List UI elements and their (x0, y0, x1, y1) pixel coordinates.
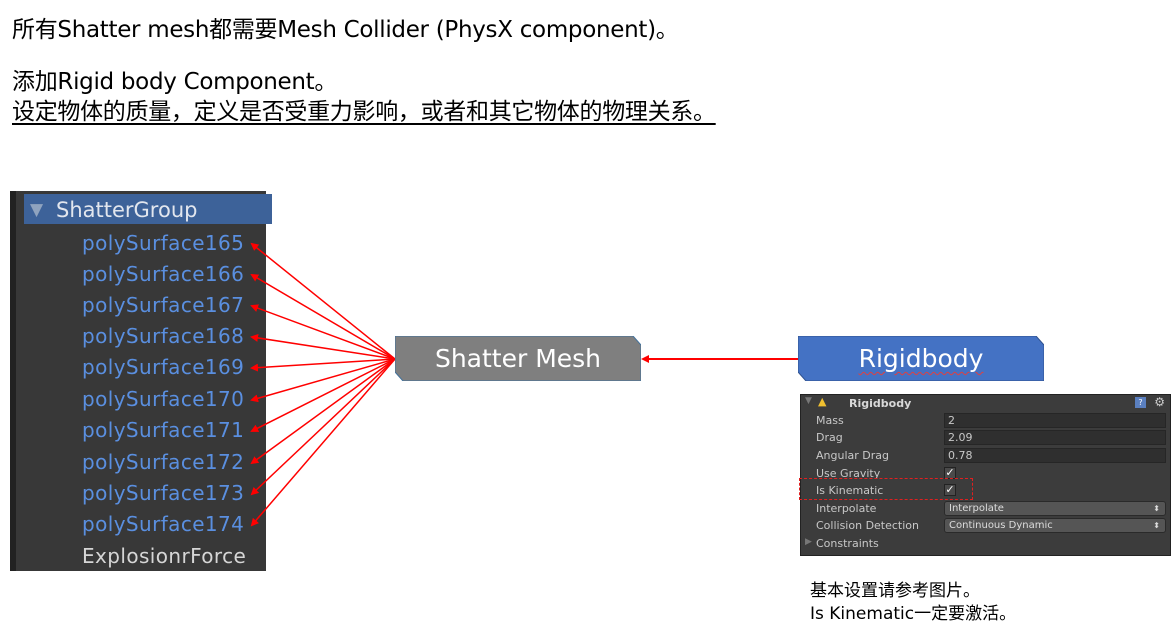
hierarchy-item[interactable]: polySurface166 (82, 262, 245, 286)
hierarchy-item-explosion-force[interactable]: ExplosionrForce (82, 544, 247, 568)
hierarchy-panel: ▼ ShatterGroup polySurface165 polySurfac… (10, 191, 272, 571)
field-row-interpolate: Interpolate Interpolate ⬍ (801, 501, 1170, 518)
expand-triangle-icon[interactable]: ▼ (30, 200, 44, 220)
hierarchy-group-label: ShatterGroup (56, 198, 198, 222)
hierarchy-item[interactable]: polySurface174 (82, 512, 245, 536)
arrow-to-poly-surface (250, 358, 396, 496)
rigidbody-box: Rigidbody (798, 336, 1044, 381)
mass-input[interactable]: 2 (944, 413, 1166, 428)
help-icon[interactable]: ? (1135, 397, 1146, 408)
field-label: Mass (816, 414, 844, 427)
foldout-triangle-icon[interactable]: ▼ (805, 396, 812, 406)
hierarchy-item[interactable]: polySurface165 (82, 231, 245, 255)
heading-rigidbody-desc: 设定物体的质量，定义是否受重力影响，或者和其它物体的物理关系。 (12, 99, 716, 125)
interpolate-dropdown[interactable]: Interpolate ⬍ (944, 501, 1166, 516)
angular-drag-input[interactable]: 0.78 (944, 448, 1166, 463)
note-is-kinematic: Is Kinematic一定要激活。 (810, 604, 1017, 624)
dropdown-value: Interpolate (949, 503, 1004, 514)
arrow-to-poly-surface (250, 333, 396, 360)
field-row-angular-drag: Angular Drag 0.78 (801, 448, 1170, 465)
constraints-label: Constraints (816, 537, 879, 550)
constraints-foldout[interactable]: ▶ Constraints (801, 536, 1170, 553)
dropdown-value: Continuous Dynamic (949, 520, 1053, 531)
shatter-mesh-box: Shatter Mesh (395, 336, 641, 381)
field-row-collision-detection: Collision Detection Continuous Dynamic ⬍ (801, 518, 1170, 535)
field-row-mass: Mass 2 (801, 413, 1170, 430)
arrow-to-poly-surface (250, 358, 396, 465)
is-kinematic-highlight (799, 478, 973, 500)
field-label: Interpolate (816, 502, 877, 515)
field-row-drag: Drag 2.09 (801, 430, 1170, 447)
field-label: Drag (816, 431, 843, 444)
field-row-use-gravity: Use Gravity ✓ (801, 466, 1170, 483)
hierarchy-item[interactable]: polySurface168 (82, 324, 245, 348)
heading-add-rigidbody: 添加Rigid body Component。 (12, 69, 338, 95)
hierarchy-item[interactable]: polySurface167 (82, 293, 245, 317)
field-label: Use Gravity (816, 467, 881, 480)
arrow-to-poly-surface (250, 242, 396, 360)
field-label: Is Kinematic (816, 484, 884, 497)
arrow-to-poly-surface (250, 273, 396, 360)
arrow-to-poly-surface (250, 358, 396, 527)
hierarchy-item[interactable]: polySurface172 (82, 450, 245, 474)
hierarchy-item[interactable]: polySurface171 (82, 418, 245, 442)
arrow-to-poly-surface (250, 358, 396, 403)
arrow-to-poly-surface (250, 358, 396, 432)
hierarchy-item[interactable]: polySurface173 (82, 481, 245, 505)
arrow-to-poly-surface (250, 358, 396, 372)
hierarchy-group-row[interactable]: ▼ ShatterGroup (24, 194, 272, 224)
note-basic-settings: 基本设置请参考图片。 (810, 581, 980, 601)
shatter-mesh-label: Shatter Mesh (434, 344, 602, 373)
gear-icon[interactable]: ⚙ (1154, 395, 1165, 409)
rigidbody-component-icon: ▲ (818, 395, 827, 408)
inspector-header[interactable]: ▼ ▲ Rigidbody ? ⚙ (801, 395, 1170, 412)
dropdown-arrow-icon: ⬍ (1153, 504, 1160, 513)
rigidbody-label: Rigidbody (858, 344, 984, 373)
arrow-to-poly-surface (250, 304, 396, 360)
rigidbody-inspector: ▼ ▲ Rigidbody ? ⚙ Mass 2 Drag 2.09 Angul… (800, 394, 1171, 556)
field-row-is-kinematic: Is Kinematic ✓ (801, 483, 1170, 500)
collision-detection-dropdown[interactable]: Continuous Dynamic ⬍ (944, 518, 1166, 533)
inspector-title: Rigidbody (849, 397, 912, 410)
collapsed-triangle-icon: ▶ (805, 537, 812, 547)
heading-mesh-collider: 所有Shatter mesh都需要Mesh Collider (PhysX co… (12, 17, 679, 43)
hierarchy-item[interactable]: polySurface170 (82, 387, 245, 411)
hierarchy-item[interactable]: polySurface169 (82, 355, 245, 379)
drag-input[interactable]: 2.09 (944, 430, 1166, 445)
field-label: Collision Detection (816, 519, 920, 532)
field-label: Angular Drag (816, 449, 889, 462)
dropdown-arrow-icon: ⬍ (1153, 521, 1160, 530)
is-kinematic-checkbox[interactable]: ✓ (944, 483, 956, 496)
